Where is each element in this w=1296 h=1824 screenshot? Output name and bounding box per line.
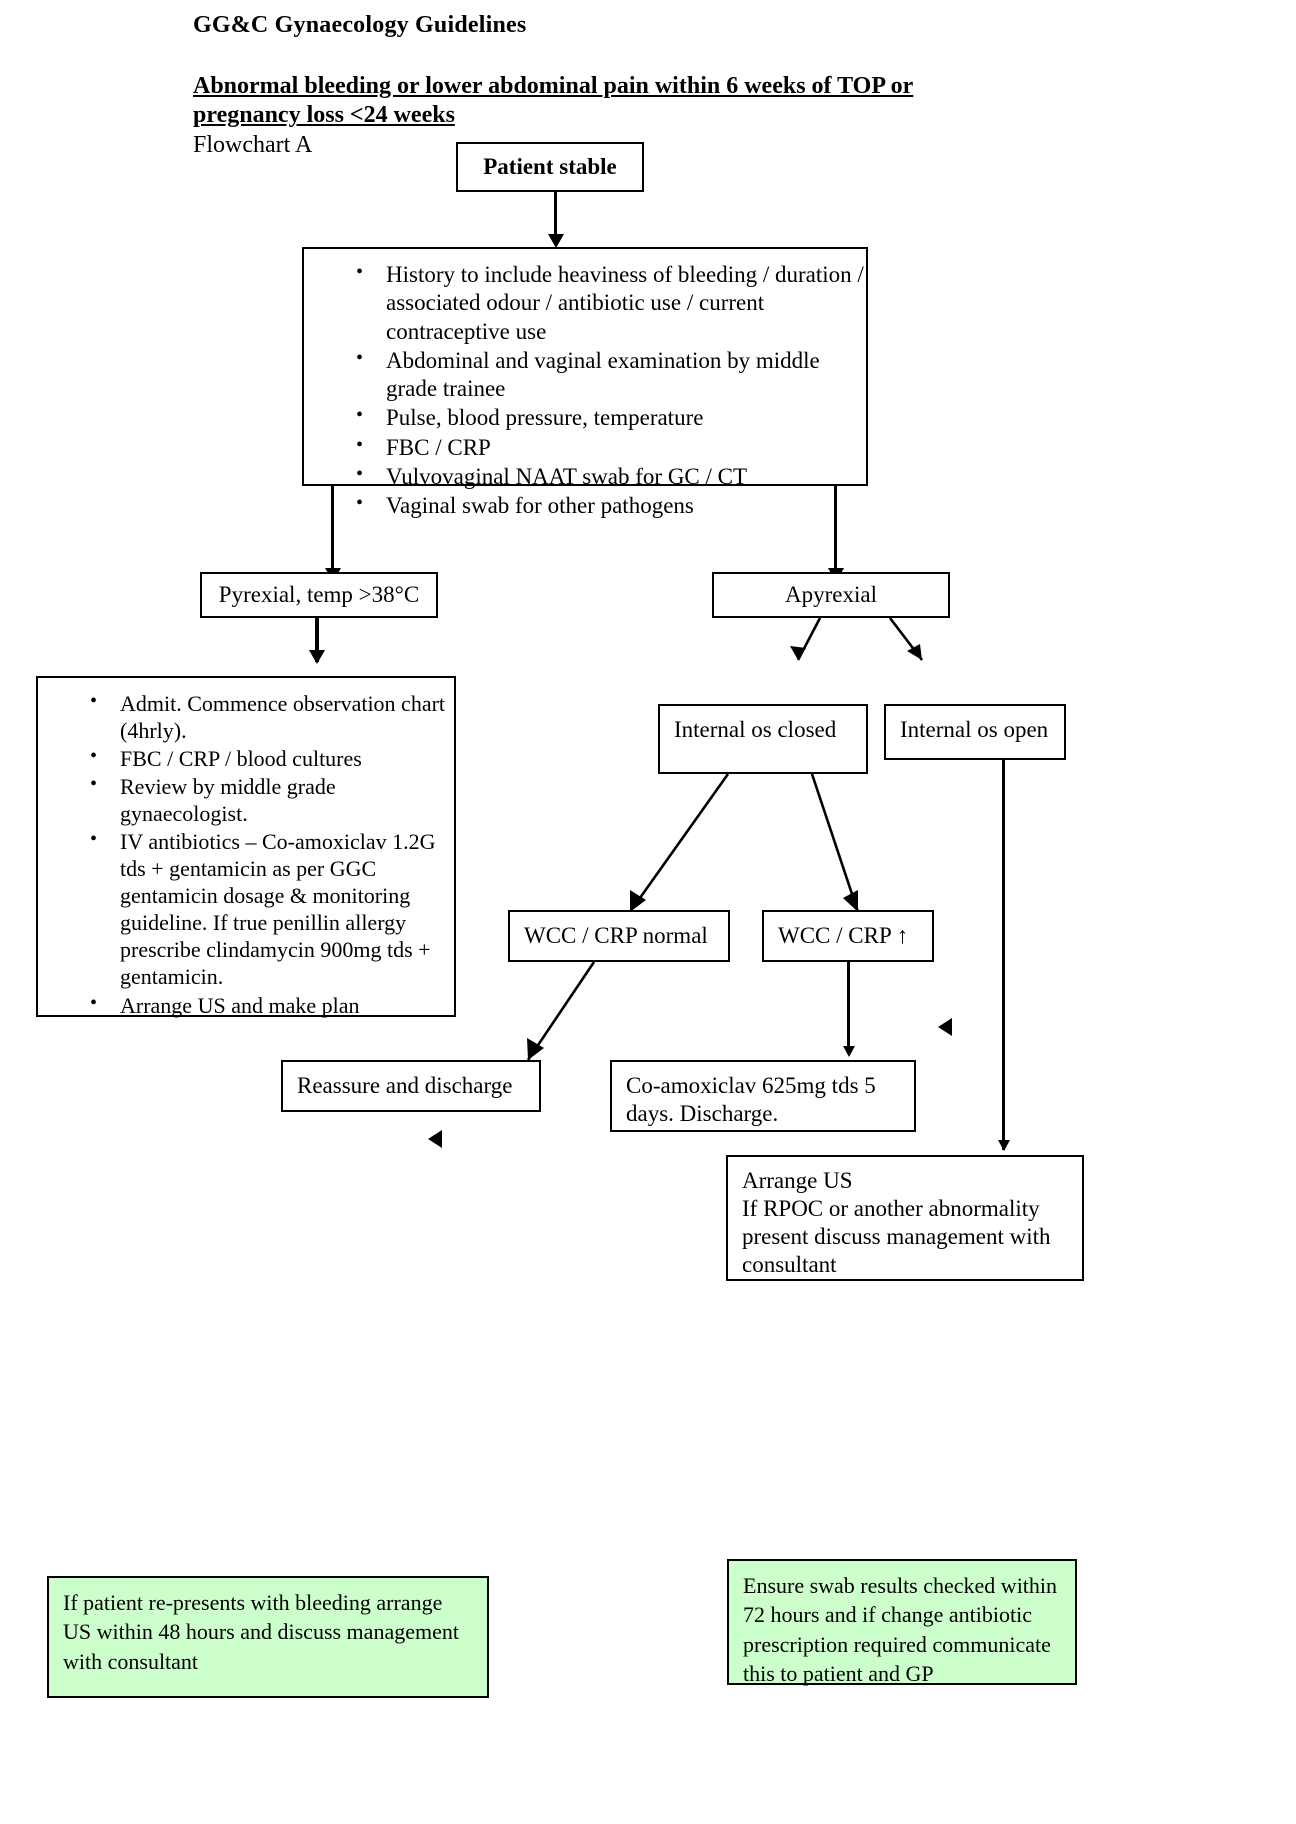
note-box-right: Ensure swab results checked within 72 ho… — [727, 1559, 1077, 1686]
connector-os-open-to-arrange-us — [1002, 760, 1005, 1150]
admit-bullet-list: Admit. Commence observation chart (4hrly… — [38, 689, 454, 1019]
arrowhead-stable-to-assessment — [548, 234, 564, 248]
guideline-heading: Abnormal bleeding or lower abdominal pai… — [193, 73, 914, 129]
list-item: Pulse, blood pressure, temperature — [304, 403, 866, 432]
arrowhead-os-open-to-arrange-us — [998, 1140, 1010, 1151]
connector-assessment-to-pyrexial — [331, 486, 334, 572]
connector-wcc-raised-to-coamoxiclav — [847, 962, 850, 1054]
marker-arrowhead-right-column — [938, 1018, 952, 1036]
node-coamoxiclav-discharge: Co-amoxiclav 625mg tds 5 days. Discharge… — [610, 1060, 916, 1132]
node-internal-os-closed: Internal os closed — [658, 704, 868, 774]
list-item: Vaginal swab for other pathogens — [304, 491, 866, 520]
connector-pyrexial-to-admit — [315, 618, 319, 662]
list-item: FBC / CRP / blood cultures — [38, 744, 454, 772]
list-item: FBC / CRP — [304, 433, 866, 462]
marker-arrowhead-left-column — [428, 1130, 442, 1148]
list-item: History to include heaviness of bleeding… — [304, 260, 866, 346]
node-wcc-crp-raised: WCC / CRP ↑ — [762, 910, 934, 962]
note-box-left: If patient re-presents with bleeding arr… — [47, 1576, 489, 1698]
arrowhead-pyrexial-to-admit — [309, 650, 325, 664]
arrowhead-wcc-raised-to-coamoxiclav — [843, 1046, 855, 1057]
node-pyrexial: Pyrexial, temp >38°C — [200, 572, 438, 618]
node-reassure-and-discharge: Reassure and discharge — [281, 1060, 541, 1112]
list-item: IV antibiotics – Co-amoxiclav 1.2G tds +… — [38, 827, 454, 990]
node-arrange-us: Arrange US If RPOC or another abnormalit… — [726, 1155, 1084, 1281]
connector-assessment-to-apyrexial — [834, 486, 837, 572]
list-item: Review by middle grade gynaecologist. — [38, 772, 454, 827]
node-assessment: History to include heaviness of bleeding… — [302, 247, 868, 518]
node-wcc-crp-normal: WCC / CRP normal — [508, 910, 730, 962]
node-internal-os-open: Internal os open — [884, 704, 1066, 760]
document-title: GG&C Gynaecology Guidelines — [193, 12, 527, 38]
connector-os-closed-branches — [628, 773, 860, 913]
node-apyrexial: Apyrexial — [712, 572, 950, 618]
list-item: Vulvovaginal NAAT swab for GC / CT — [304, 462, 866, 491]
flowchart-label: Flowchart A — [193, 132, 313, 158]
connector-stable-to-assessment — [554, 192, 557, 236]
assessment-bullet-list: History to include heaviness of bleeding… — [304, 260, 866, 521]
connector-apyrexial-branches — [790, 617, 924, 661]
list-item: Admit. Commence observation chart (4hrly… — [38, 689, 454, 744]
connector-wcc-normal-to-reassure — [526, 961, 596, 1061]
node-patient-stable: Patient stable — [456, 142, 644, 192]
list-item: Abdominal and vaginal examination by mid… — [304, 346, 866, 404]
list-item: Arrange US and make plan — [38, 991, 454, 1019]
node-admit: Admit. Commence observation chart (4hrly… — [36, 676, 456, 1019]
